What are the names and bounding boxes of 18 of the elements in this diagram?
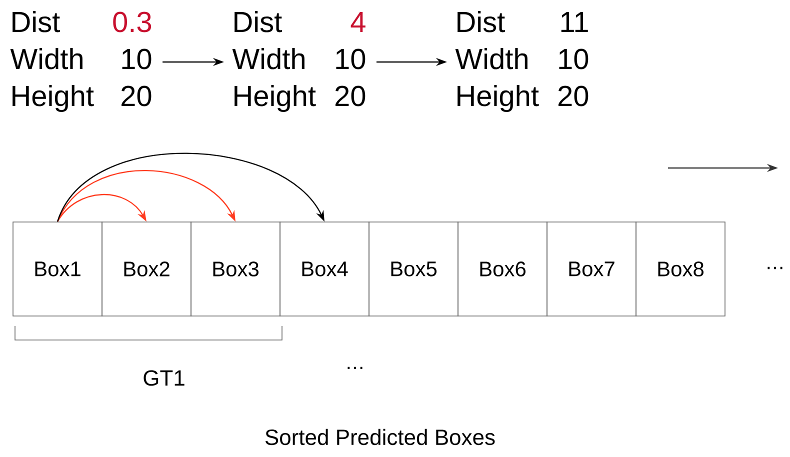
box-cell: Box4 (280, 222, 370, 316)
box-cell: Box2 (102, 222, 192, 316)
box-cell: Box5 (368, 222, 458, 316)
ellipsis: … (768, 266, 782, 270)
curved-arrow (56, 170, 236, 222)
ellipsis: … (348, 366, 362, 370)
value-table: Dist 4 Width 10 Height 20 (232, 10, 366, 112)
box-cell: Box3 (190, 222, 280, 316)
curved-arrow (56, 152, 324, 222)
caption: Sorted Predicted Boxes (265, 428, 495, 446)
bracket-label: GT1 (144, 370, 184, 386)
curved-arrow (57, 194, 146, 222)
value-table: Dist 11 Width 10 Height 20 (455, 10, 588, 112)
value-table: Dist 0.3 Width 10 Height 20 (10, 10, 152, 112)
box-cell: Box6 (458, 222, 548, 316)
box-cell: Box7 (546, 222, 636, 316)
box-cell: Box8 (636, 222, 726, 316)
box-cell: Box1 (12, 222, 102, 316)
